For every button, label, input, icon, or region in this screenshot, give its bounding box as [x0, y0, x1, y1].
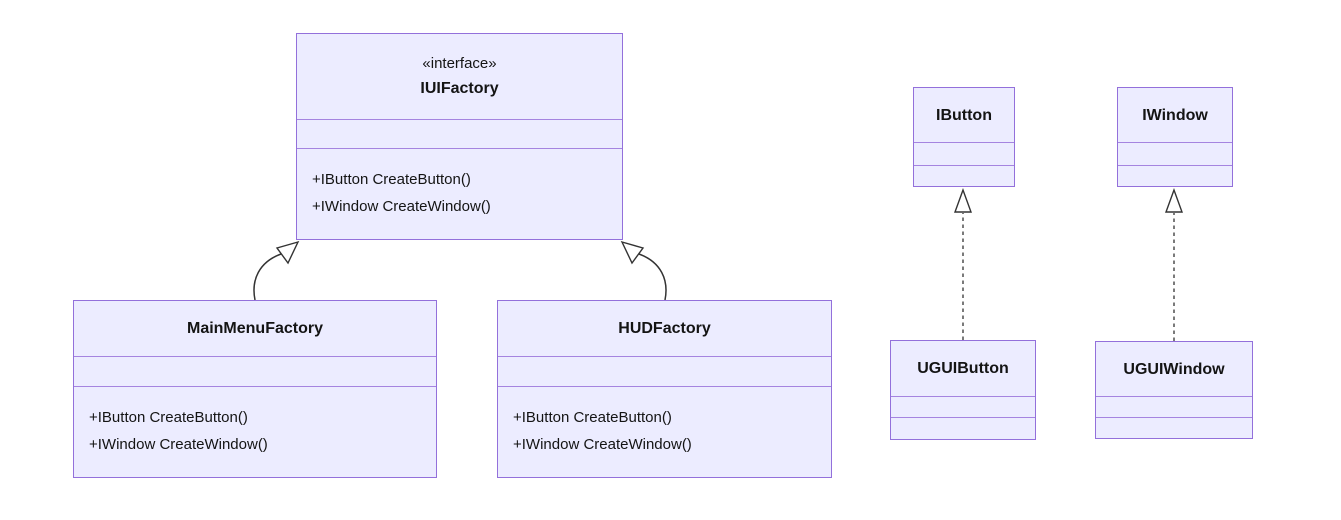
attributes-compartment — [914, 142, 1014, 165]
class-iwindow: IWindow — [1117, 87, 1233, 187]
attributes-compartment — [297, 119, 622, 148]
method-label: +IButton CreateButton() — [513, 409, 672, 426]
class-mainmenufactory: MainMenuFactory +IButton CreateButton() … — [73, 300, 437, 478]
edge-uguiwindow-to-iwindow — [1165, 187, 1183, 341]
class-name: IWindow — [1142, 106, 1208, 124]
hollow-triangle-arrowhead — [1165, 187, 1183, 213]
hollow-triangle-arrowhead — [620, 240, 645, 265]
methods-compartment — [891, 417, 1035, 439]
methods-compartment: +IButton CreateButton() +IWindow CreateW… — [74, 386, 436, 477]
methods-compartment — [1096, 417, 1252, 438]
class-name: UGUIButton — [917, 360, 1009, 377]
attributes-compartment — [74, 356, 436, 386]
attributes-compartment — [1096, 396, 1252, 417]
class-title-compartment: UGUIButton — [891, 341, 1035, 396]
class-iuifactory: «interface» IUIFactory +IButton CreateBu… — [296, 33, 623, 240]
method-label: +IButton CreateButton() — [312, 171, 471, 188]
class-title-compartment: UGUIWindow — [1096, 342, 1252, 396]
class-ibutton: IButton — [913, 87, 1015, 187]
methods-compartment — [1118, 165, 1232, 186]
method-label: +IWindow CreateWindow() — [89, 436, 268, 453]
attributes-compartment — [1118, 142, 1232, 165]
methods-compartment: +IButton CreateButton() +IWindow CreateW… — [297, 148, 622, 239]
class-uguibutton: UGUIButton — [890, 340, 1036, 440]
method-label: +IWindow CreateWindow() — [312, 198, 491, 215]
hollow-triangle-arrowhead — [275, 240, 300, 265]
stereotype-label: «interface» — [422, 55, 497, 72]
class-title-compartment: MainMenuFactory — [74, 301, 436, 356]
class-title-compartment: IButton — [914, 88, 1014, 142]
method-label: +IButton CreateButton() — [89, 409, 248, 426]
class-name: HUDFactory — [618, 320, 711, 337]
hollow-triangle-arrowhead — [954, 187, 972, 213]
methods-compartment: +IButton CreateButton() +IWindow CreateW… — [498, 386, 831, 477]
methods-compartment — [914, 165, 1014, 186]
class-title-compartment: «interface» IUIFactory — [297, 34, 622, 119]
method-label: +IWindow CreateWindow() — [513, 436, 692, 453]
class-name: IButton — [936, 106, 992, 124]
class-name: IUIFactory — [420, 80, 499, 97]
class-title-compartment: HUDFactory — [498, 301, 831, 356]
edge-hudfactory-to-iuifactory — [620, 240, 667, 301]
attributes-compartment — [891, 396, 1035, 417]
class-title-compartment: IWindow — [1118, 88, 1232, 142]
class-hudfactory: HUDFactory +IButton CreateButton() +IWin… — [497, 300, 832, 478]
attributes-compartment — [498, 356, 831, 386]
class-name: MainMenuFactory — [186, 320, 323, 337]
edge-uguibutton-to-ibutton — [954, 187, 972, 340]
edge-mainmenufactory-to-iuifactory — [253, 240, 300, 301]
class-uguiwindow: UGUIWindow — [1095, 341, 1253, 439]
class-name: UGUIWindow — [1123, 360, 1225, 378]
